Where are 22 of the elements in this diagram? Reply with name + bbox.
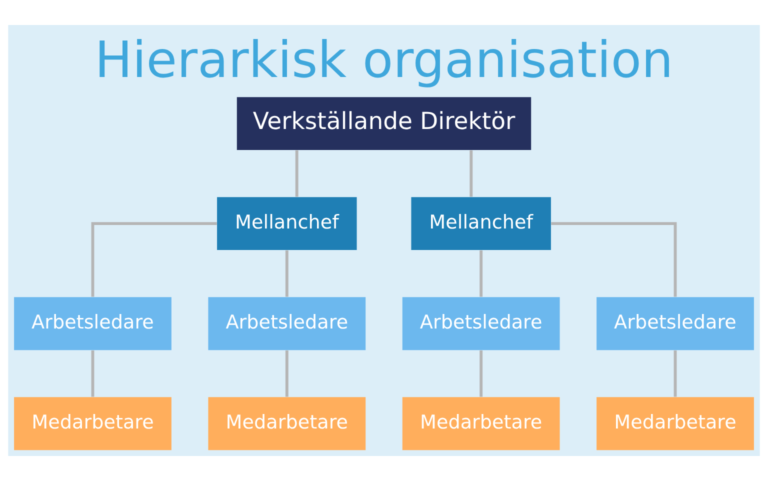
diagram-title: Hierarkisk organisation bbox=[94, 30, 674, 88]
node-box: Medarbetare bbox=[402, 396, 560, 450]
node-box: Medarbetare bbox=[596, 396, 754, 450]
connector bbox=[295, 150, 298, 196]
connector bbox=[674, 350, 677, 396]
connector bbox=[480, 250, 483, 296]
node-box: Medarbetare bbox=[14, 396, 172, 450]
node-box: Medarbetare bbox=[208, 396, 366, 450]
node-box: Arbetsledare bbox=[208, 296, 366, 350]
node-box: Verkställande Direktör bbox=[236, 96, 532, 150]
connector bbox=[551, 222, 677, 296]
connector bbox=[91, 222, 217, 296]
node-box: Mellanchef bbox=[411, 196, 551, 250]
connector bbox=[285, 350, 288, 396]
node-box: Arbetsledare bbox=[596, 296, 754, 350]
node-box: Arbetsledare bbox=[402, 296, 560, 350]
connector bbox=[480, 350, 483, 396]
connector bbox=[470, 150, 473, 196]
node-box: Mellanchef bbox=[217, 196, 357, 250]
node-box: Arbetsledare bbox=[14, 296, 172, 350]
connector bbox=[285, 250, 288, 296]
connector bbox=[91, 350, 94, 396]
